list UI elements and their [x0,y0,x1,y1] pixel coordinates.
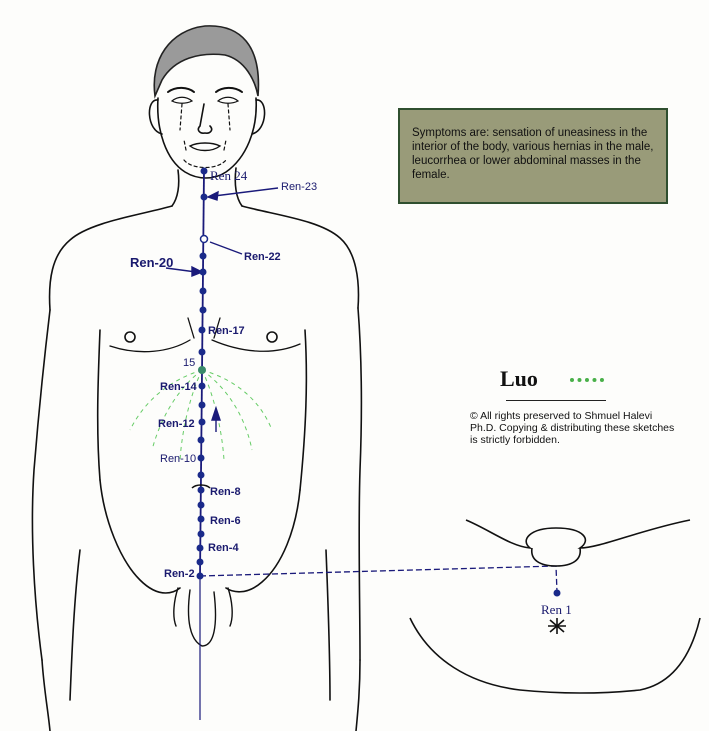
luo-connections [129,369,273,461]
symptoms-box: Symptoms are: sensation of uneasiness in… [398,108,668,204]
right-brow [215,86,243,93]
label-ren14: Ren-14 [160,381,198,393]
inset-lower-contour [409,617,701,694]
arrow-ren20-icon [191,265,204,278]
legend: Luo [500,366,604,392]
label-ren23: Ren-23 [281,181,317,193]
symptoms-text: Symptoms are: sensation of uneasiness in… [412,127,654,181]
point-ren6[interactable] [197,515,205,523]
right-shoulder [241,205,360,309]
label-ren24: Ren 24 [210,168,248,183]
label-ren15: 15 [183,357,195,369]
navel-icon [191,484,211,489]
label-ren12: Ren-12 [158,418,195,430]
right-waist [225,489,301,593]
left-eye [170,96,194,104]
point-ren23[interactable] [200,193,208,201]
left-nipple [124,331,136,343]
right-eye [216,96,240,104]
left-ear [148,99,163,135]
arrows [165,187,279,432]
point-ren2[interactable] [196,572,204,580]
right-nipple [266,331,278,343]
right-ear [251,99,266,135]
point-ren17[interactable] [198,326,206,334]
face-dashed-lines [179,103,231,169]
point-ren8[interactable] [197,486,205,494]
point-ren11[interactable] [197,436,205,444]
point-ren3[interactable] [196,558,204,566]
left-waist [99,479,181,594]
point-ren5[interactable] [197,530,205,538]
left-arm [31,309,101,661]
label-ren10: Ren-10 [160,453,196,465]
point-ren13[interactable] [198,401,206,409]
label-ren20: Ren-20 [130,255,173,270]
point-labels: Ren 24 Ren-23 Ren-22 Ren-20 Ren-17 15 Re… [130,168,317,580]
label-ren6: Ren-6 [210,515,241,527]
point-ren15[interactable] [198,366,206,374]
anus-star-icon [548,618,566,634]
point-ren4[interactable] [196,544,204,552]
label-ren1: Ren 1 [541,602,572,617]
point-ren10[interactable] [197,454,205,462]
point-ren18[interactable] [199,306,207,314]
right-forearm [325,549,361,731]
label-ren2: Ren-2 [164,568,195,580]
copyright-notice: © All rights preserved to Shmuel Halevi … [470,410,675,446]
neck [171,167,243,207]
arrow-up-icon [211,405,221,421]
hair [153,25,260,99]
point-ren7[interactable] [197,501,205,509]
point-ren12[interactable] [198,418,206,426]
label-ren4: Ren-4 [208,542,239,554]
point-ren19[interactable] [199,287,207,295]
right-arm [299,307,363,661]
label-ren17: Ren-17 [208,325,245,337]
nose [197,103,213,134]
inset-upper-contour [465,519,691,550]
legend-luo-dotted-line [570,378,604,382]
pelvic-region [173,587,233,647]
point-ren21[interactable] [199,252,207,260]
body-outline [31,25,363,731]
point-ren14[interactable] [198,382,206,390]
mouth [188,142,222,152]
point-ren20[interactable] [199,268,207,276]
arrow-ren23-icon [206,190,219,201]
label-ren8: Ren-8 [210,486,241,498]
point-ren1[interactable] [553,589,561,597]
point-ren16[interactable] [198,348,206,356]
chest-lines [109,317,301,353]
perineum-inset [409,519,701,694]
legend-divider [506,400,606,401]
inset-scrotum [531,547,581,567]
ren-points [196,167,209,580]
point-ren9[interactable] [197,471,205,479]
label-ren22: Ren-22 [244,251,281,263]
legend-title: Luo [500,366,538,391]
left-brow [167,86,195,93]
face-outline [156,97,257,179]
point-ren22[interactable] [199,234,209,244]
point-ren24[interactable] [200,167,208,175]
left-forearm [41,549,81,731]
left-shoulder [48,205,173,311]
